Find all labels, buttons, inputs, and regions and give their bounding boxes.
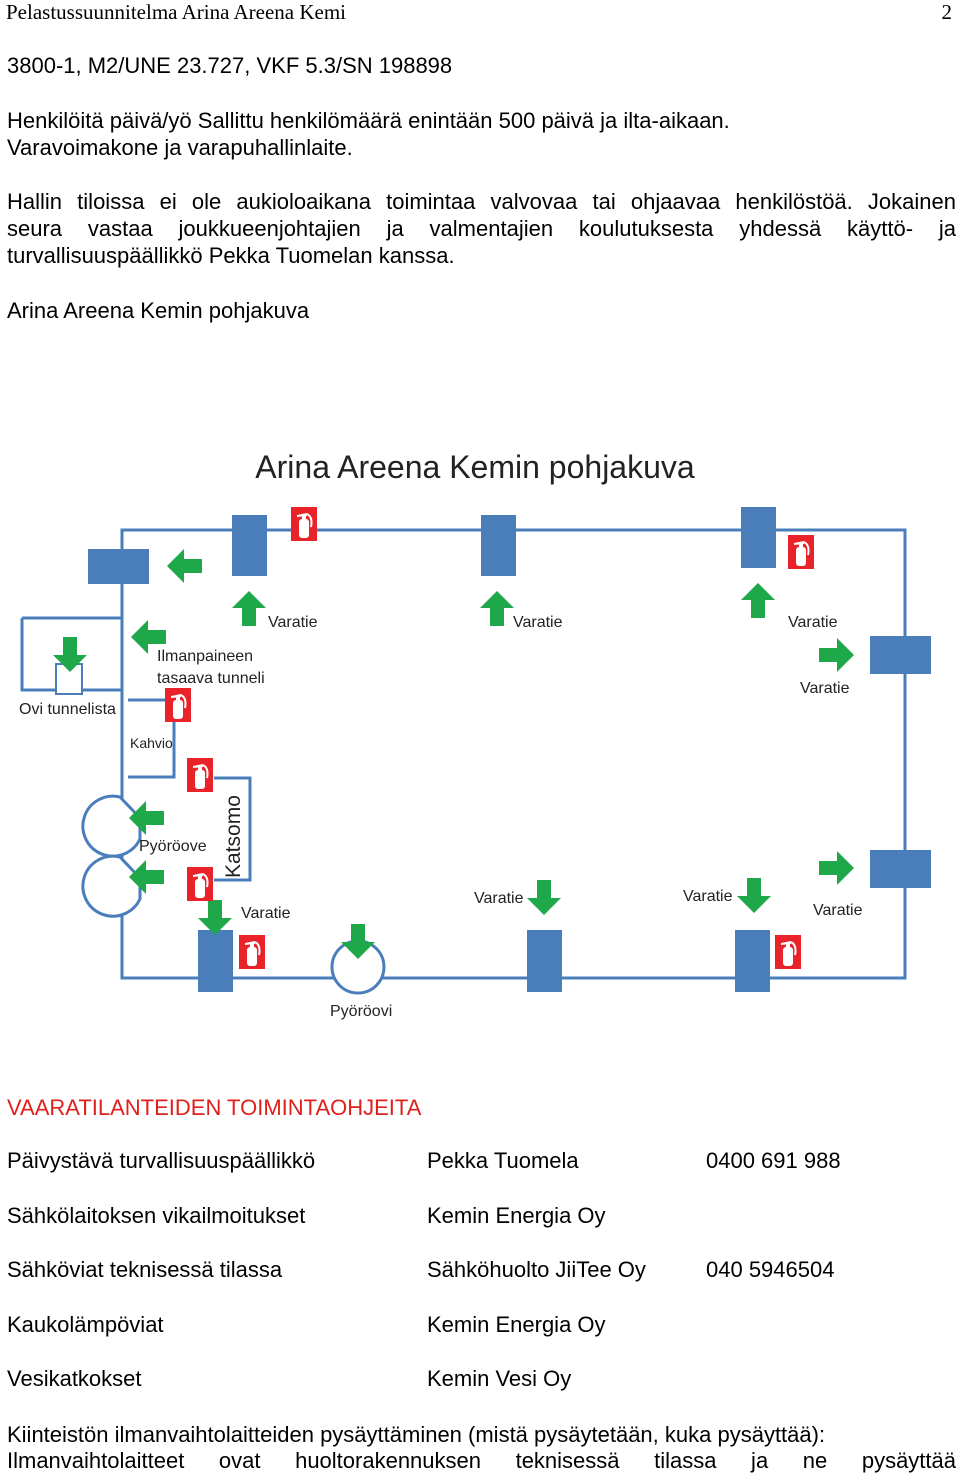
label-pyoroove: Pyöröove xyxy=(139,838,207,855)
floorplan-labels: Varatie Varatie Varatie Varatie Varatie … xyxy=(19,614,863,1020)
arrow-up-icon xyxy=(232,591,266,626)
contact-role: Vesikatkokset xyxy=(7,1366,142,1391)
door xyxy=(870,850,931,888)
persons-line-2: Varavoimakone ja varapuhallinlaite. xyxy=(7,135,353,160)
contact-role: Kaukolämpöviat xyxy=(7,1312,164,1337)
arrow-right-icon xyxy=(819,638,854,672)
door xyxy=(735,930,770,992)
door xyxy=(870,636,931,674)
document-title: Pelastussuunnitelma Arina Areena Kemi xyxy=(6,0,347,24)
arrow-up-icon xyxy=(741,583,775,618)
door xyxy=(198,930,233,992)
contact-name: Sähköhuolto JiiTee Oy xyxy=(427,1257,646,1282)
contact-phone: 040 5946504 xyxy=(706,1257,835,1282)
door xyxy=(88,549,149,584)
fire-extinguisher-icon xyxy=(775,935,801,969)
contact-name: Kemin Energia Oy xyxy=(427,1312,606,1337)
contact-name: Pekka Tuomela xyxy=(427,1148,579,1173)
fire-extinguisher-icon xyxy=(788,535,814,569)
arrow-down-icon xyxy=(527,880,561,915)
persons-line-1: Henkilöitä päivä/yö Sallittu henkilömäär… xyxy=(7,108,730,133)
ventilation-line-1: Kiinteistön ilmanvaihtolaitteiden pysäyt… xyxy=(7,1422,826,1447)
floorplan-caption: Arina Areena Kemin pohjakuva xyxy=(7,298,310,323)
label-tunnel-1: Ilmanpaineen xyxy=(157,648,253,665)
revolving-doors xyxy=(81,794,386,995)
contact-row: Sähköviat teknisessä tilassa Sähköhuolto… xyxy=(7,1257,957,1285)
label-varatie: Varatie xyxy=(683,888,733,905)
arrow-down-icon xyxy=(737,878,771,913)
label-varatie: Varatie xyxy=(813,902,863,919)
label-pyoroovi: Pyöröovi xyxy=(330,1003,392,1020)
fire-extinguisher-icon xyxy=(187,758,213,792)
ventilation-line-2: Ilmanvaihtolaitteet ovat huoltorakennuks… xyxy=(7,1448,956,1473)
door xyxy=(481,515,516,576)
fire-extinguisher-icon xyxy=(165,688,191,722)
label-katsomo: Katsomo xyxy=(222,795,245,878)
label-varatie: Varatie xyxy=(474,890,524,907)
staff-line-1: Hallin tiloissa ei ole aukioloaikana toi… xyxy=(7,189,956,214)
arrow-left-icon xyxy=(167,549,202,583)
arrow-up-icon xyxy=(480,591,514,626)
label-varatie: Varatie xyxy=(513,614,563,631)
door xyxy=(232,515,267,576)
label-tunnel-2: tasaava tunneli xyxy=(157,670,265,687)
door xyxy=(527,930,562,992)
staff-line-2: seura vastaa joukkueenjohtajien ja valme… xyxy=(7,216,956,241)
page-header: Pelastussuunnitelma Arina Areena Kemi 2 xyxy=(6,0,954,28)
arrow-down-icon xyxy=(198,900,232,935)
label-ovi: Ovi tunnelista xyxy=(19,701,116,718)
contact-role: Sähkölaitoksen vikailmoitukset xyxy=(7,1203,306,1228)
fire-extinguisher-icon xyxy=(291,507,317,541)
label-varatie: Varatie xyxy=(241,905,291,922)
contact-row: Päivystävä turvallisuuspäällikkö Pekka T… xyxy=(7,1148,957,1176)
floor-plan-figure: Arina Areena Kemin pohjakuva xyxy=(19,449,931,1020)
doors xyxy=(88,507,931,992)
staff-line-3: turvallisuuspäällikkö Pekka Tuomelan kan… xyxy=(7,243,455,268)
label-varatie: Varatie xyxy=(800,680,850,697)
contact-row: Kaukolämpöviat Kemin Energia Oy xyxy=(7,1312,957,1340)
page-number: 2 xyxy=(941,0,953,24)
label-varatie: Varatie xyxy=(788,614,838,631)
contact-row: Sähkölaitoksen vikailmoitukset Kemin Ene… xyxy=(7,1203,957,1231)
contact-role: Sähköviat teknisessä tilassa xyxy=(7,1257,283,1282)
fire-extinguisher-icon xyxy=(187,867,213,901)
contact-name: Kemin Vesi Oy xyxy=(427,1366,572,1391)
contact-name: Kemin Energia Oy xyxy=(427,1203,606,1228)
contact-role: Päivystävä turvallisuuspäällikkö xyxy=(7,1148,316,1173)
fire-extinguisher-icon xyxy=(239,935,265,969)
arena-walls xyxy=(20,528,907,980)
label-varatie: Varatie xyxy=(268,614,318,631)
arrow-right-icon xyxy=(819,851,854,885)
contact-phone: 0400 691 988 xyxy=(706,1148,841,1173)
codes-line: 3800-1, M2/UNE 23.727, VKF 5.3/SN 198898 xyxy=(7,53,453,78)
section-title: VAARATILANTEIDEN TOIMINTAOHJEITA xyxy=(7,1095,422,1120)
door xyxy=(741,507,776,568)
floorplan-title: Arina Areena Kemin pohjakuva xyxy=(255,449,695,485)
label-kahvio: Kahvio xyxy=(130,735,173,751)
contact-row: Vesikatkokset Kemin Vesi Oy xyxy=(7,1366,957,1394)
